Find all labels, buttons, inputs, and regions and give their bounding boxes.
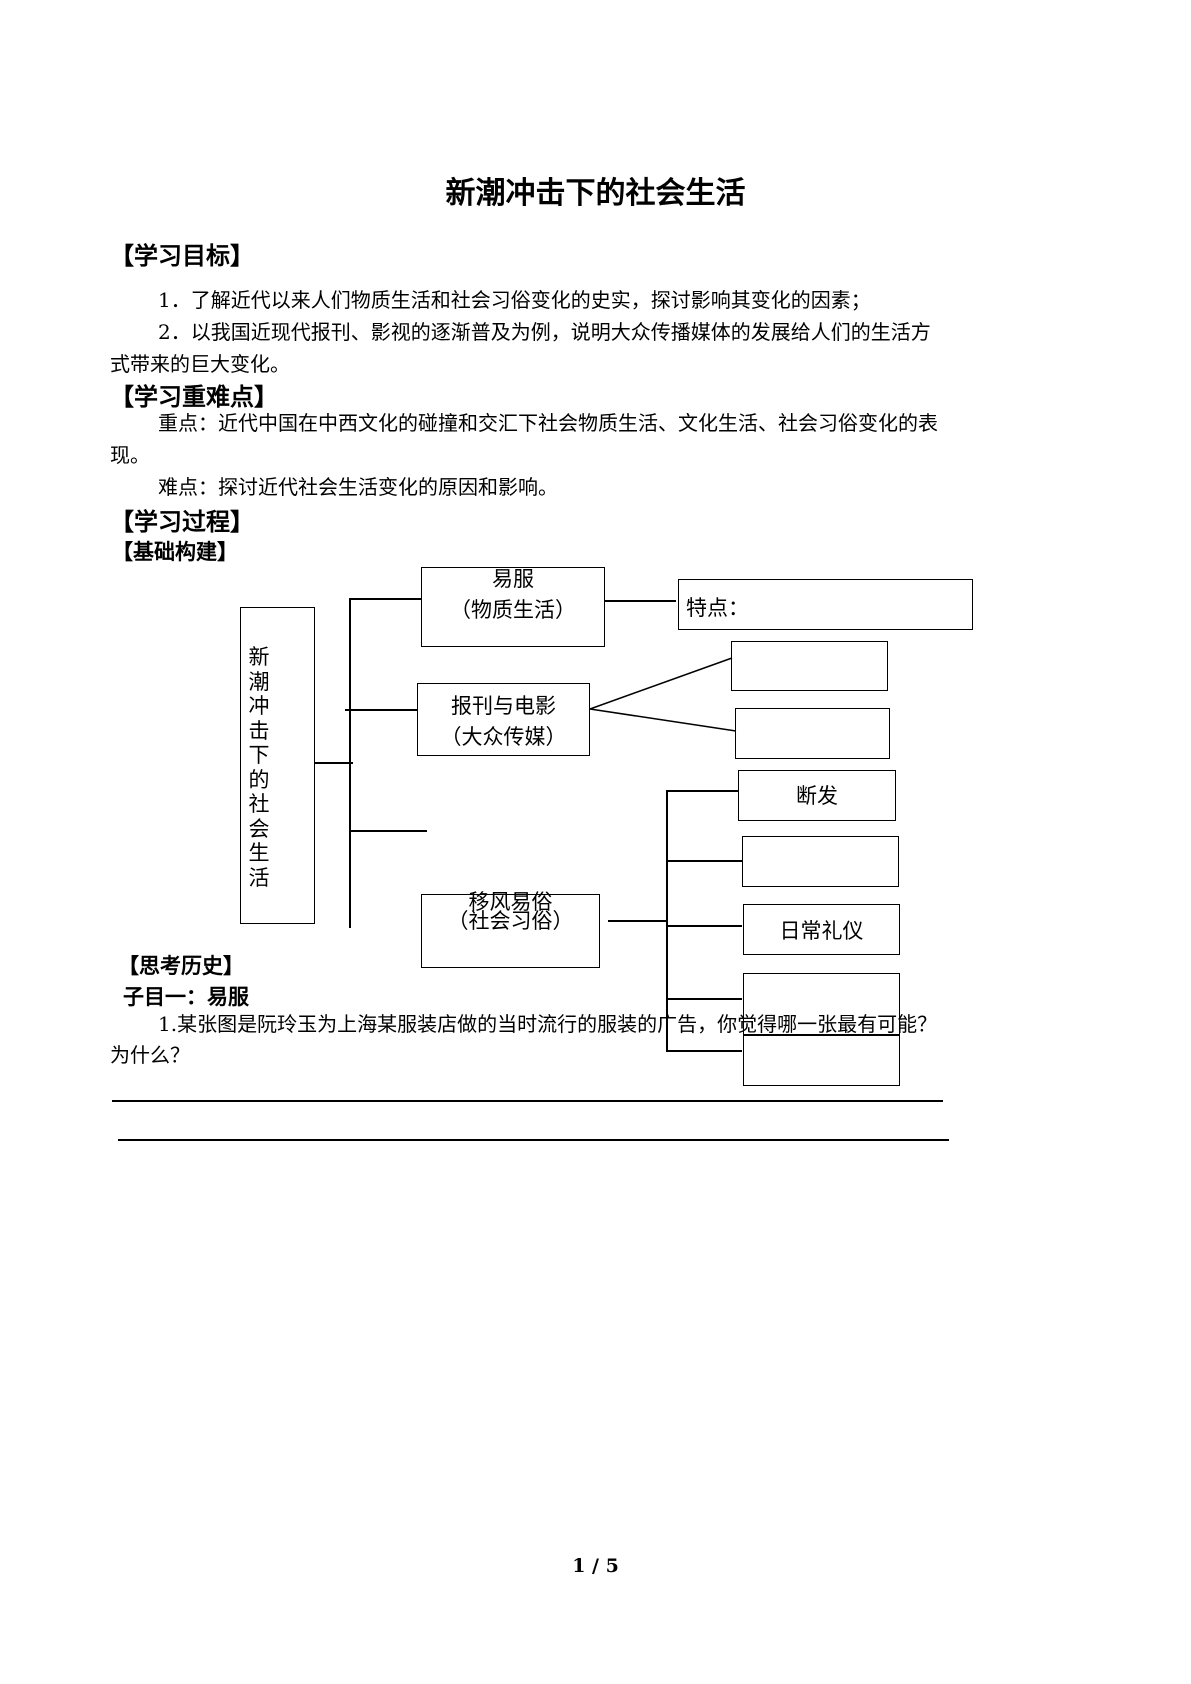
branch-customs-box [421,894,600,968]
key-point-line-2: 现。 [110,443,150,467]
objective-item-2-line-2: 式带来的巨大变化。 [110,352,290,376]
custom-box-etiquette [743,904,900,955]
branch-customs-title: 移风易俗 [468,890,553,914]
answer-line-2[interactable] [118,1139,949,1141]
connector-trunk [349,598,351,928]
objectives-heading: 【学习目标】 [110,241,254,270]
media-answer-box-2[interactable] [735,708,890,759]
connector-clothing-feature [605,600,676,602]
connector-custom-3 [666,925,742,927]
difficult-point: 难点：探讨近代社会生活变化的原因和影响。 [158,475,558,499]
custom-etiquette-label: 日常礼仪 [779,919,864,943]
feature-answer-box[interactable] [678,579,973,630]
objective-item-2-line-1: 2．以我国近现代报刊、影视的逐渐普及为例，说明大众传播媒体的发展给人们的生活方 [158,320,931,344]
connector-custom-2 [666,860,742,862]
connector-customs [608,920,666,922]
connector-custom-1 [666,790,738,792]
media-answer-box-1[interactable] [731,641,888,691]
custom-hair-label: 断发 [796,784,838,808]
custom-answer-box-2[interactable] [742,836,899,887]
connector-branch-2 [345,709,417,711]
basic-construction-heading: 【基础构建】 [112,539,238,564]
connector-root [315,762,353,764]
objective-item-1: 1．了解近代以来人们物质生活和社会习俗变化的史实，探讨影响其变化的因素； [158,288,871,312]
question-1-line-1: 1.某张图是阮玲玉为上海某服装店做的当时流行的服装的广告，你觉得哪一张最有可能？ [158,1012,938,1036]
answer-line-1[interactable] [112,1100,943,1102]
feature-label: 特点： [686,596,749,620]
branch-media-box [417,683,590,756]
branch-media-subtitle: （大众传媒） [440,725,567,749]
branch-clothing-title: 易服 [492,567,534,591]
custom-answer-box-5[interactable] [743,1035,900,1086]
question-1-line-2: 为什么？ [110,1043,190,1067]
branch-clothing-box [421,567,605,647]
page-number: 1 / 5 [572,1555,619,1577]
diagram-root-box [240,607,315,924]
page-title: 新潮冲击下的社会生活 [445,176,746,211]
connector-custom-4 [666,998,742,1000]
custom-answer-box-4[interactable] [743,973,900,1035]
branch-media-title: 报刊与电影 [451,694,556,718]
diagram-root-label: 新潮冲击下的社会生活 [248,645,270,890]
connector-customs-trunk [666,790,668,1050]
branch-clothing-subtitle: （物质生活） [450,598,576,622]
thinking-heading: 【思考历史】 [118,953,244,978]
key-points-heading: 【学习重难点】 [110,382,278,411]
connector-branch-1 [349,598,421,600]
connector-custom-5 [666,1050,742,1052]
custom-box-hair [738,770,896,821]
key-point-line-1: 重点：近代中国在中西文化的碰撞和交汇下社会物质生活、文化生活、社会习俗变化的表 [158,411,938,435]
branch-customs-subtitle: （社会习俗） [447,909,574,933]
process-heading: 【学习过程】 [110,507,254,536]
subtopic-heading: 子目一：易服 [123,984,249,1009]
connector-branch-3 [349,830,427,832]
